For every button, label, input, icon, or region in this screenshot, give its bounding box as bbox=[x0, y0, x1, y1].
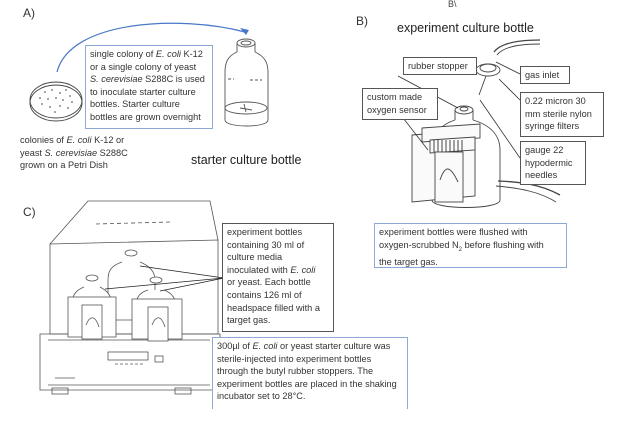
inoculation-note: single colony of E. coli K-12 or a singl… bbox=[85, 45, 213, 129]
experiment-bottle-title: experiment culture bottle bbox=[397, 21, 534, 35]
starter-bottle-caption: starter culture bottle bbox=[191, 153, 302, 167]
panel-label-a: A) bbox=[23, 6, 35, 20]
bottles-leader-3 bbox=[104, 277, 225, 290]
needle-leader bbox=[479, 99, 521, 159]
gas-inlet-label: gas inlet bbox=[520, 66, 570, 84]
hypodermic-needle-label: gauge 22 hypodermic needles bbox=[520, 141, 586, 185]
stray-label: B\ bbox=[448, 0, 457, 9]
sensor-leader bbox=[399, 113, 429, 151]
transfer-arrow bbox=[56, 22, 246, 73]
bottles-leader-1 bbox=[139, 265, 225, 279]
bottles-leader-2 bbox=[159, 277, 225, 292]
injection-note: 300µl of E. coli or yeast starter cultur… bbox=[212, 337, 408, 409]
syringe-filter-label: 0.22 micron 30 mm sterile nylon syringe … bbox=[520, 92, 604, 137]
panel-label-b: B) bbox=[356, 14, 368, 28]
transfer-arrowhead bbox=[240, 28, 249, 35]
oxygen-sensor-label: custom made oxygen sensor bbox=[362, 88, 438, 120]
starter-bottle-icon bbox=[224, 38, 269, 127]
experiment-bottles-note: experiment bottles containing 30 ml of c… bbox=[222, 223, 334, 332]
incubator-bottle-icons bbox=[67, 249, 183, 342]
flushing-note: experiment bottles were flushed with oxy… bbox=[374, 223, 567, 268]
panel-label-c: C) bbox=[23, 205, 36, 219]
filter-leader bbox=[498, 78, 521, 101]
petri-dish-icon bbox=[29, 81, 83, 122]
gas-inlet-leader bbox=[495, 61, 521, 75]
rubber-stopper-label: rubber stopper bbox=[403, 57, 477, 75]
oxygen-sensor-icon bbox=[411, 123, 481, 203]
petri-dish-caption: colonies of E. coli K-12 or yeast S. cer… bbox=[20, 135, 128, 171]
